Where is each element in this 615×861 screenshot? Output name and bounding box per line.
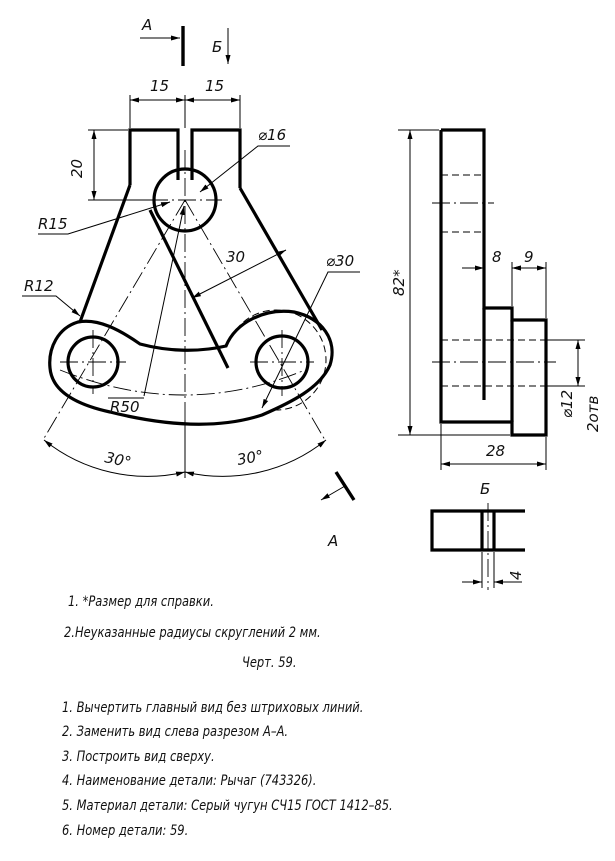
dim-overall-width: 28 — [486, 442, 505, 460]
dim-holes-note: 2отв — [584, 396, 602, 432]
right-tine-outline — [190, 128, 242, 188]
dim-r-top: R15 — [38, 215, 68, 233]
side-view: 82* 8 9 ⌀12 2отв 28 — [390, 128, 602, 470]
left-tine-outline — [128, 128, 180, 185]
dim-angle-left: 30° — [103, 448, 133, 471]
task-2: 2. Заменить вид слева разрезом А–А. — [62, 724, 289, 740]
dim-slot-depth: 20 — [68, 159, 86, 178]
right-radial-axis — [184, 199, 326, 441]
dim-r-left: R12 — [24, 277, 54, 295]
left-radial-axis — [42, 199, 186, 441]
section-a-bottom-marker: А — [320, 471, 356, 550]
dim-top-width-right: 15 — [205, 77, 224, 95]
dim-arc-radius: R50 — [110, 398, 140, 416]
dim-angle-right: 30° — [236, 447, 265, 469]
note-reference-size: 1. *Размер для справки. — [68, 594, 214, 610]
section-b-label-top: Б — [212, 38, 222, 56]
note-fillet-radii: 2.Неуказанные радиусы скруглений 2 мм. — [64, 625, 321, 641]
curved-body — [48, 309, 334, 426]
dim-height-ref: 82* — [390, 269, 408, 296]
r50-arc-axis — [59, 369, 306, 396]
dim-view-b-width: 4 — [507, 570, 525, 580]
main-view: 15 15 20 ⌀16 R15 R12 30 ⌀30 R50 30° 30° — [22, 77, 360, 478]
dim-step-2: 9 — [524, 248, 534, 266]
dim-boss-dia: ⌀30 — [326, 252, 354, 270]
left-arm-edge — [78, 184, 132, 323]
hidden-boss-arc — [235, 309, 327, 411]
section-a-top-marker: А — [140, 16, 185, 66]
side-view-outline — [439, 128, 548, 437]
section-a-label-bottom: А — [327, 532, 338, 550]
section-b-top-marker: Б — [212, 28, 231, 64]
arm-edge-inner — [148, 209, 230, 369]
dim-boss-hole-dia: ⌀12 — [558, 390, 576, 418]
view-b: Б 4 — [430, 480, 525, 590]
section-a-label-top: А — [141, 16, 152, 34]
dim-step-1: 8 — [492, 248, 502, 266]
dim-arm-width: 30 — [226, 248, 245, 266]
task-1: 1. Вычертить главный вид без штриховых л… — [62, 700, 364, 716]
dim-hole-dia: ⌀16 — [258, 126, 286, 144]
task-3: 3. Построить вид сверху. — [62, 749, 215, 765]
figure-caption: Черт. 59. — [242, 655, 297, 671]
view-b-outline — [430, 509, 525, 552]
task-5: 5. Материал детали: Серый чугун СЧ15 ГОС… — [62, 798, 393, 814]
view-b-title: Б — [480, 480, 490, 498]
dim-top-width-left: 15 — [150, 77, 169, 95]
task-6: 6. Номер детали: 59. — [62, 823, 189, 839]
task-4: 4. Наименование детали: Рычаг (743326). — [62, 773, 317, 789]
